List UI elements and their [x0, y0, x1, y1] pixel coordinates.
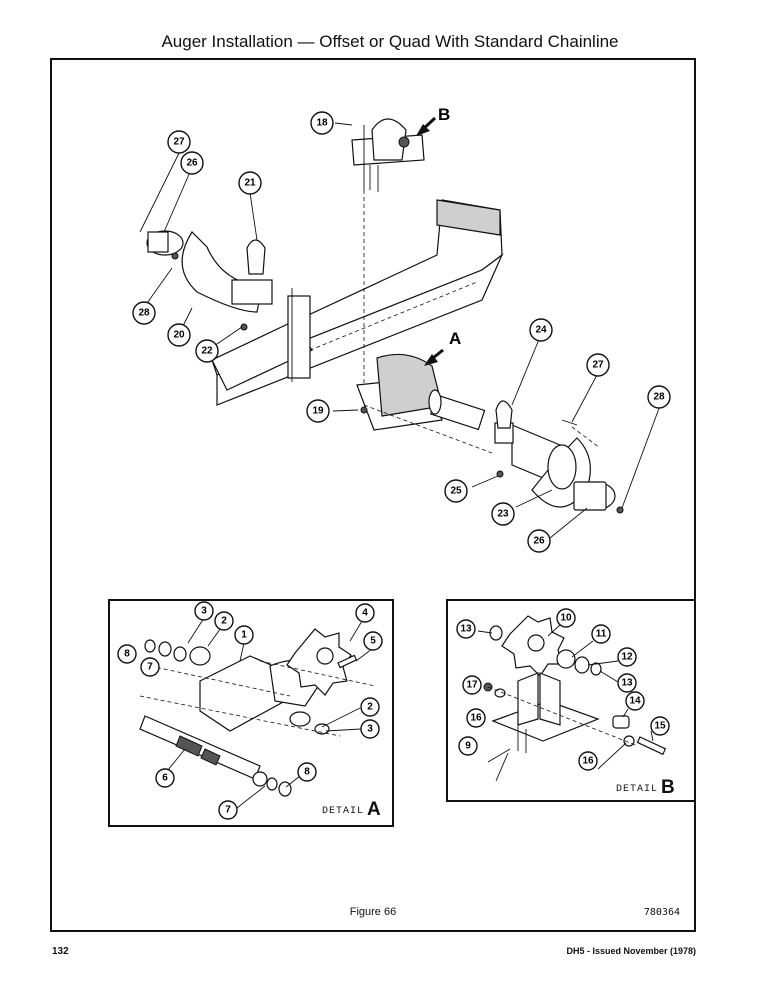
page-number: 132 [52, 946, 69, 957]
svg-text:21: 21 [244, 178, 256, 189]
svg-text:17: 17 [466, 680, 478, 691]
right-auger [494, 400, 624, 514]
detail-a-callout-1: 1 [234, 625, 254, 645]
svg-text:22: 22 [201, 346, 213, 357]
bearing-assembly-a [356, 353, 493, 454]
detail-b-callout-9: 9 [458, 736, 478, 756]
detail-a-callout-4: 4 [355, 603, 375, 623]
arrow-b: B [416, 105, 450, 136]
arrow-a-label: A [449, 329, 461, 348]
svg-text:13: 13 [621, 678, 633, 689]
detail-b-callout-14: 14 [625, 691, 645, 711]
svg-text:3: 3 [367, 724, 373, 735]
detail-a-callout-3b: 3 [360, 719, 380, 739]
svg-text:6: 6 [162, 773, 168, 784]
svg-text:7: 7 [147, 662, 153, 673]
arrow-a: A [424, 329, 461, 366]
exploded-assembly-drawing: A B 18 27 26 21 28 20 22 24 27 28 19 25 … [132, 105, 671, 553]
svg-text:12: 12 [621, 652, 633, 663]
svg-text:15: 15 [654, 721, 666, 732]
callout-23: 23 [491, 502, 515, 526]
callout-18: 18 [310, 111, 334, 135]
svg-text:8: 8 [124, 649, 130, 660]
detail-a-callout-2b: 2 [360, 697, 380, 717]
detail-b-callout-12: 12 [617, 647, 637, 667]
svg-text:3: 3 [201, 606, 207, 617]
detail-b-drawing: 13 10 11 12 13 17 16 14 15 9 16 [456, 608, 670, 782]
detail-b-callout-16: 16 [466, 708, 486, 728]
svg-text:20: 20 [173, 330, 185, 341]
callout-24: 24 [529, 318, 553, 342]
svg-text:2: 2 [367, 702, 373, 713]
detail-b-callout-16b: 16 [578, 751, 598, 771]
callout-21: 21 [238, 171, 262, 195]
drawing-number: 780364 [643, 907, 680, 918]
detail-b-callout-13b: 13 [617, 673, 637, 693]
detail-b-callout-15: 15 [650, 716, 670, 736]
callout-20: 20 [167, 323, 191, 347]
detail-a-callout-8b: 8 [297, 762, 317, 782]
svg-text:18: 18 [316, 118, 328, 129]
callout-26: 26 [180, 151, 204, 175]
svg-text:16: 16 [582, 756, 594, 767]
detail-a-callout-2: 2 [214, 611, 234, 631]
figure-frame: A B 18 27 26 21 28 20 22 24 27 28 19 25 … [50, 58, 696, 932]
detail-a-callout-7b: 7 [218, 800, 238, 820]
callout-28: 28 [132, 301, 156, 325]
svg-text:16: 16 [470, 713, 482, 724]
svg-text:27: 27 [592, 360, 604, 371]
detail-a-callout-5: 5 [363, 631, 383, 651]
detail-b-callout-17: 17 [462, 675, 482, 695]
svg-text:19: 19 [312, 406, 324, 417]
svg-text:28: 28 [138, 308, 150, 319]
detail-a-drawing: 3 2 1 4 5 8 7 2 3 6 7 8 [117, 601, 383, 820]
callout-19: 19 [306, 399, 330, 423]
svg-text:10: 10 [560, 613, 572, 624]
svg-text:13: 13 [460, 624, 472, 635]
detail-a-callout-7: 7 [140, 657, 160, 677]
footer-issue-text: DH5 - Issued November (1978) [566, 946, 696, 956]
svg-text:26: 26 [186, 158, 198, 169]
callout-25: 25 [444, 479, 468, 503]
svg-text:28: 28 [653, 392, 665, 403]
figure-caption: Figure 66 [349, 906, 397, 918]
detail-b-callout-11: 11 [591, 624, 611, 644]
svg-text:1: 1 [241, 630, 247, 641]
svg-text:8: 8 [304, 767, 310, 778]
callout-22: 22 [195, 339, 219, 363]
svg-text:5: 5 [370, 636, 376, 647]
leader-lines [139, 122, 662, 539]
svg-text:23: 23 [497, 509, 509, 520]
svg-text:2: 2 [221, 616, 227, 627]
callout-26b: 26 [527, 529, 551, 553]
svg-text:11: 11 [596, 629, 607, 640]
callout-28b: 28 [647, 385, 671, 409]
detail-a-callout-8: 8 [117, 644, 137, 664]
arrow-b-label: B [438, 105, 450, 124]
svg-text:24: 24 [535, 325, 547, 336]
detail-a-callout-6: 6 [155, 768, 175, 788]
callout-27: 27 [167, 130, 191, 154]
detail-b-callout-10: 10 [556, 608, 576, 628]
svg-text:26: 26 [533, 536, 545, 547]
svg-text:27: 27 [173, 137, 185, 148]
svg-text:4: 4 [362, 608, 368, 619]
bearing-assembly-b [351, 118, 425, 405]
svg-text:25: 25 [450, 486, 462, 497]
callout-27b: 27 [586, 353, 610, 377]
svg-text:7: 7 [225, 805, 231, 816]
svg-text:14: 14 [629, 696, 641, 707]
detail-b-callout-13: 13 [456, 619, 476, 639]
svg-text:9: 9 [465, 741, 471, 752]
page-title: Auger Installation — Offset or Quad With… [161, 32, 619, 51]
detail-a-callout-3: 3 [194, 601, 214, 621]
left-auger [146, 230, 311, 382]
